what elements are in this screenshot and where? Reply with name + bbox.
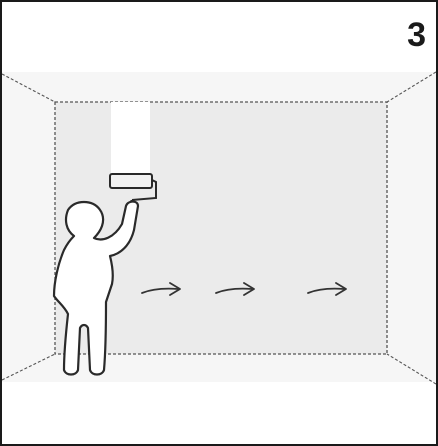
step-number: 3 <box>407 18 426 52</box>
